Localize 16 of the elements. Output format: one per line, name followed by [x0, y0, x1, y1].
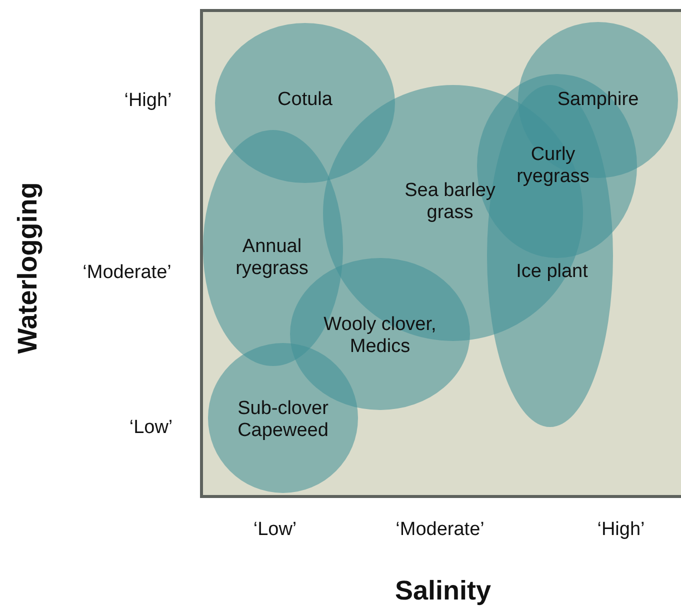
species-label: Annual ryegrass [234, 236, 310, 280]
species-label: Sub-clover Capeweed [236, 398, 330, 442]
axis-tick-label: ‘Moderate’ [82, 262, 172, 284]
axis-tick-label: ‘Moderate’ [396, 519, 484, 541]
axis-tick-label: ‘High’ [597, 519, 645, 541]
species-label: Sea barley grass [404, 180, 496, 224]
axis-title: Waterlogging [12, 182, 44, 354]
species-label: Wooly clover, Medics [322, 314, 438, 358]
axis-title: Salinity [394, 576, 492, 606]
axis-tick-label: ‘Low’ [253, 519, 297, 541]
axis-tick-label: ‘Low’ [129, 417, 173, 439]
species-label: Ice plant [515, 261, 589, 283]
species-label: Cotula [276, 89, 334, 111]
species-label: Samphire [556, 89, 640, 111]
species-label: Curly ryegrass [516, 144, 590, 188]
axis-tick-label: ‘High’ [124, 90, 172, 112]
